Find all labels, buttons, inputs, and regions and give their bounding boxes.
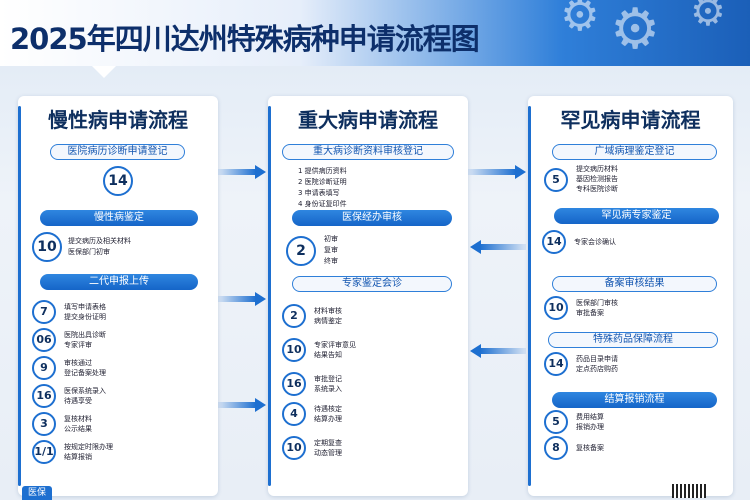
step-label: 重大病诊断资料审核登记 — [282, 144, 454, 160]
logo: 医保 — [22, 486, 52, 500]
step-text: 医保部门初审 — [68, 248, 110, 256]
header-banner: 2025年四川达州特殊病种申请流程图 ⚙ ⚙ ⚙ — [0, 0, 750, 66]
step-number: 10 — [32, 232, 62, 262]
step-text: 审核通过 — [64, 359, 92, 367]
step-text: 复核备案 — [576, 444, 604, 452]
step-label: 广域病理鉴定登记 — [552, 144, 717, 160]
step-label: 专家鉴定会诊 — [292, 276, 452, 292]
step-text: 专家评审 — [64, 341, 92, 349]
flow-arrow-right — [218, 165, 266, 179]
qr-code — [672, 484, 706, 498]
step-label: 二代申报上传 — [40, 274, 198, 290]
panel-accent — [18, 106, 21, 486]
gear-icon: ⚙ — [560, 0, 600, 41]
step-number: 2 — [282, 304, 306, 328]
step-text: 初审 — [324, 235, 338, 243]
gear-icon: ⚙ — [690, 0, 726, 35]
panel-title: 重大病申请流程 — [298, 108, 438, 132]
step-text: 专家评审意见 — [314, 341, 356, 349]
flow-arrow-left — [470, 240, 526, 254]
step-label: 医保经办审核 — [292, 210, 452, 226]
step-text: 基因检测报告 — [576, 175, 618, 183]
step-number: 7 — [32, 300, 56, 324]
panel-major: 重大病申请流程 重大病诊断资料审核登记 1 提供病历资料 2 医院诊断证明 3 … — [268, 96, 468, 496]
step-text: 提交身份证明 — [64, 313, 106, 321]
gear-icon: ⚙ — [610, 0, 661, 62]
step-text: 定期复查 — [314, 439, 342, 447]
flow-arrow-right — [468, 165, 526, 179]
step-text: 提交病历及相关材料 — [68, 237, 131, 245]
step-number: 16 — [282, 372, 306, 396]
flow-arrow-right — [218, 398, 266, 412]
step-number: 10 — [282, 338, 306, 362]
step-text: 费用结算 — [576, 413, 604, 421]
step-text: 医院出具诊断 — [64, 331, 106, 339]
step-text: 结果告知 — [314, 351, 342, 359]
step-number: 10 — [282, 436, 306, 460]
step-label: 备案审核结果 — [552, 276, 717, 292]
step-text: 登记备案处理 — [64, 369, 106, 377]
panel-rare: 罕见病申请流程 广域病理鉴定登记 5 提交病历材料 基因检测报告 专科医院诊断 … — [528, 96, 733, 496]
step-text: 药品目录申请 — [576, 355, 618, 363]
step-label: 特殊药品保障流程 — [548, 332, 718, 348]
step-text: 系统录入 — [314, 385, 342, 393]
step-text: 按规定时限办理 — [64, 443, 113, 451]
step-number: 1/1 — [32, 440, 56, 464]
step-text: 病情鉴定 — [314, 317, 342, 325]
step-text: 3 申请表填写 — [298, 189, 340, 197]
step-text: 定点药店购药 — [576, 365, 618, 373]
step-text: 医保系统录入 — [64, 387, 106, 395]
step-label: 医院病历诊断申请登记 — [50, 144, 185, 160]
step-text: 结算报销 — [64, 453, 92, 461]
step-text: 复核材料 — [64, 415, 92, 423]
step-number: 16 — [32, 384, 56, 408]
step-number: 4 — [282, 402, 306, 426]
step-text: 提交病历材料 — [576, 165, 618, 173]
step-text: 医保部门审核 — [576, 299, 618, 307]
step-text: 待遇享受 — [64, 397, 92, 405]
step-text: 公示结果 — [64, 425, 92, 433]
step-text: 2 医院诊断证明 — [298, 178, 347, 186]
panel-title: 罕见病申请流程 — [560, 108, 701, 132]
panel-title: 慢性病申请流程 — [48, 108, 188, 132]
flow-arrow-left — [470, 344, 526, 358]
flow-arrow-right — [218, 292, 266, 306]
step-text: 待遇核定 — [314, 405, 342, 413]
panel-chronic: 慢性病申请流程 医院病历诊断申请登记 14 慢性病鉴定 10 提交病历及相关材料… — [18, 96, 218, 496]
step-text: 报销办理 — [576, 423, 604, 431]
step-text: 复审 — [324, 246, 338, 254]
step-text: 审批登记 — [314, 375, 342, 383]
step-number: 3 — [32, 412, 56, 436]
step-text: 填写申请表格 — [64, 303, 106, 311]
step-text: 审批备案 — [576, 309, 604, 317]
step-text: 结算办理 — [314, 415, 342, 423]
panel-accent — [268, 106, 271, 486]
step-number: 5 — [544, 168, 568, 192]
step-label: 慢性病鉴定 — [40, 210, 198, 226]
step-text: 专家会诊确认 — [574, 238, 616, 246]
step-text: 4 身份证复印件 — [298, 200, 347, 208]
step-number: 9 — [32, 356, 56, 380]
step-label: 罕见病专家鉴定 — [554, 208, 719, 224]
step-number: 06 — [32, 328, 56, 352]
step-text: 终审 — [324, 257, 338, 265]
page-title: 2025年四川达州特殊病种申请流程图 — [10, 22, 480, 56]
step-number: 8 — [544, 436, 568, 460]
banner-pointer — [92, 66, 116, 78]
step-text: 1 提供病历资料 — [298, 167, 347, 175]
step-text: 材料审核 — [314, 307, 342, 315]
step-label: 结算报销流程 — [552, 392, 717, 408]
step-number: 14 — [103, 166, 133, 196]
step-number: 10 — [544, 296, 568, 320]
step-text: 专科医院诊断 — [576, 185, 618, 193]
step-number: 5 — [544, 410, 568, 434]
step-number: 14 — [544, 352, 568, 376]
step-text: 动态管理 — [314, 449, 342, 457]
step-number: 14 — [542, 230, 566, 254]
step-number: 2 — [286, 236, 316, 266]
panel-accent — [528, 106, 531, 486]
